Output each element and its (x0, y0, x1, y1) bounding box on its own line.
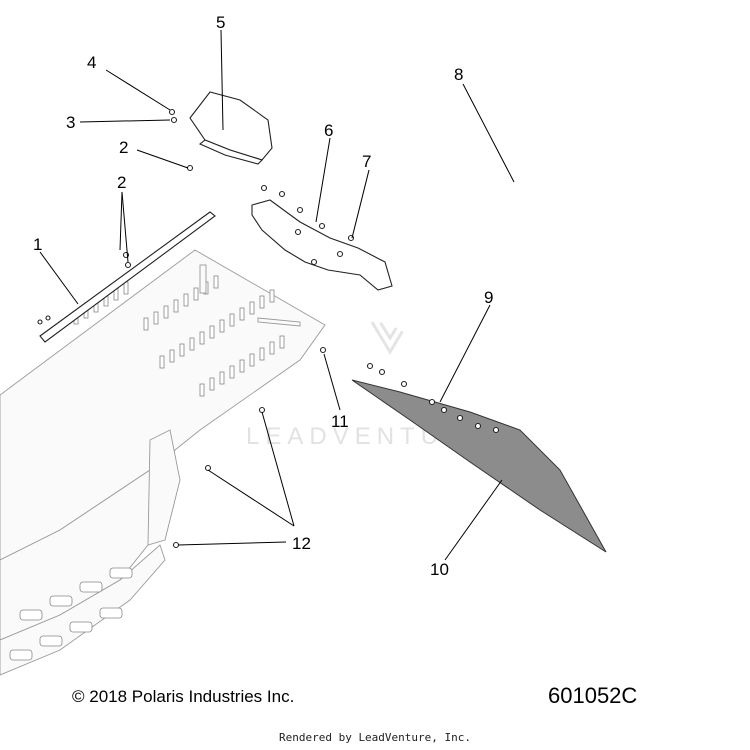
part-6-bracket (251, 199, 393, 291)
track-lugs (9, 567, 133, 661)
callout-6: 6 (324, 121, 333, 140)
part-5-shield (189, 91, 273, 165)
fasteners (122, 108, 500, 549)
diagram-part-number: 601052C (548, 683, 638, 708)
callout-3: 3 (66, 113, 75, 132)
callout-4: 4 (87, 53, 96, 72)
callout-labels: 4 3 2 2 1 5 6 7 8 9 10 11 12 (33, 13, 493, 579)
part-10-flap (351, 379, 607, 553)
callout-11: 11 (331, 412, 349, 431)
tunnel-assembly (0, 249, 326, 676)
callout-10: 10 (430, 560, 449, 579)
callout-5: 5 (216, 13, 225, 32)
callout-12: 12 (292, 534, 311, 553)
callout-9: 9 (484, 288, 493, 307)
callout-2-upper: 2 (119, 138, 128, 157)
callout-1: 1 (33, 235, 42, 254)
callout-8: 8 (454, 65, 463, 84)
copyright-text: © 2018 Polaris Industries Inc. (72, 687, 295, 706)
callout-7: 7 (362, 152, 371, 171)
part-1-rail (37, 211, 216, 343)
leader-lines (39, 29, 515, 561)
callout-2-lower: 2 (117, 173, 126, 192)
rendered-by-text: Rendered by LeadVenture, Inc. (278, 731, 472, 744)
part-8-grab-bar (372, 95, 718, 396)
